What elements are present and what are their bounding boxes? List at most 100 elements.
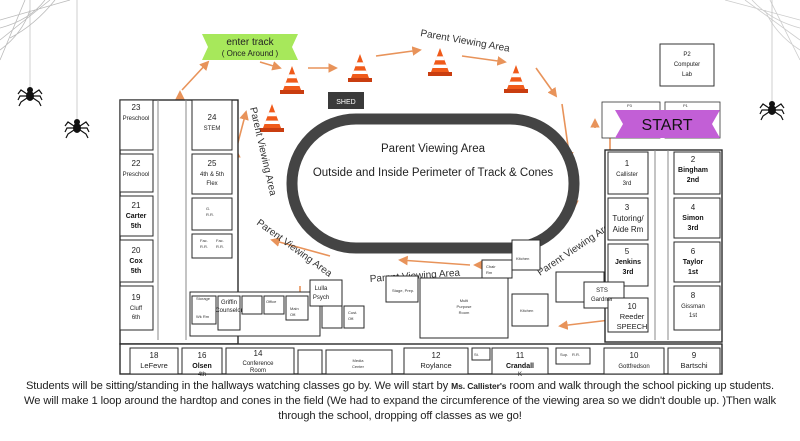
svg-text:Bingham: Bingham xyxy=(678,167,708,174)
svg-text:Stage, Prep.: Stage, Prep. xyxy=(392,288,414,293)
svg-text:Olsen: Olsen xyxy=(192,363,211,370)
svg-text:Roylance: Roylance xyxy=(420,361,451,370)
svg-text:4th: 4th xyxy=(198,372,206,378)
svg-text:19: 19 xyxy=(132,293,141,302)
svg-text:Aide Rm: Aide Rm xyxy=(613,225,644,234)
caption-part-3: loop around the hardtop and cones in the… xyxy=(97,395,777,422)
svg-text:2: 2 xyxy=(691,155,696,164)
svg-text:START: START xyxy=(642,117,693,134)
svg-text:Main: Main xyxy=(290,306,299,311)
svg-text:G.: G. xyxy=(206,206,210,211)
svg-text:STEM: STEM xyxy=(204,126,221,132)
svg-text:Callister: Callister xyxy=(616,172,638,178)
cone-icon xyxy=(504,65,528,93)
caption-part-1: Students will be sitting/standing in the… xyxy=(25,380,452,392)
svg-text:( Once Around ): ( Once Around ) xyxy=(222,49,279,58)
svg-text:2nd: 2nd xyxy=(687,177,699,184)
svg-text:Counselor: Counselor xyxy=(215,308,242,314)
svg-text:Fac.: Fac. xyxy=(216,238,224,243)
room-23: 23 Preschool xyxy=(123,103,150,122)
spider-web-left xyxy=(0,0,78,120)
svg-text:16: 16 xyxy=(198,351,207,360)
spider-icon xyxy=(64,118,90,139)
room-25: 25 4th & 5th Flex xyxy=(200,159,224,187)
room-11: 11 Crandall K xyxy=(506,351,534,378)
svg-text:Bartschi: Bartschi xyxy=(680,361,707,370)
svg-text:Preschool: Preschool xyxy=(123,172,150,178)
start-banner: START xyxy=(615,110,720,138)
svg-text:3rd: 3rd xyxy=(688,225,699,232)
svg-text:Kitchen: Kitchen xyxy=(520,308,533,313)
svg-text:Room: Room xyxy=(459,310,470,315)
room-22: 22 Preschool xyxy=(123,159,150,178)
svg-text:Reeder: Reeder xyxy=(620,312,645,321)
svg-text:Computer: Computer xyxy=(674,62,700,68)
svg-text:Crandall: Crandall xyxy=(506,363,534,370)
building-bottom xyxy=(119,343,723,375)
svg-text:Kitchen: Kitchen xyxy=(516,256,529,261)
room-21: 21 Carter 5th xyxy=(126,201,147,230)
svg-text:Gardner: Gardner xyxy=(591,297,613,303)
svg-text:R.R.: R.R. xyxy=(572,352,580,357)
svg-text:Office: Office xyxy=(266,299,277,304)
room-3: 3 Tutoring/ Aide Rm xyxy=(612,203,644,234)
svg-text:P3: P3 xyxy=(627,103,633,108)
svg-text:4: 4 xyxy=(691,203,696,212)
svg-text:11: 11 xyxy=(516,351,525,360)
room-media: Media Center xyxy=(352,358,365,369)
svg-text:12: 12 xyxy=(432,351,441,360)
svg-text:3rd: 3rd xyxy=(623,269,634,276)
svg-text:9: 9 xyxy=(692,351,697,360)
room-10-bottom: 10 Gottfredson xyxy=(618,351,649,370)
svg-text:Cust.: Cust. xyxy=(348,310,357,315)
center-label-1: Parent Viewing Area xyxy=(381,143,486,155)
room-1: 1 Callister 3rd xyxy=(616,159,638,187)
room-16: 16 Olsen 4th xyxy=(192,351,211,378)
svg-text:Fac.: Fac. xyxy=(200,238,208,243)
spider-web-right xyxy=(724,0,800,102)
svg-text:10: 10 xyxy=(630,351,639,360)
room-6: 6 Taylor 1st xyxy=(683,247,704,276)
svg-text:Storage: Storage xyxy=(196,296,211,301)
room-14: 14 Conference Room xyxy=(242,349,274,374)
svg-text:Lab: Lab xyxy=(682,72,693,78)
svg-text:6th: 6th xyxy=(132,315,140,321)
svg-text:Tutoring/: Tutoring/ xyxy=(612,214,644,223)
svg-text:3: 3 xyxy=(625,203,630,212)
svg-text:Purpose: Purpose xyxy=(457,304,473,309)
svg-text:Gottfredson: Gottfredson xyxy=(618,364,649,370)
svg-text:1st: 1st xyxy=(689,313,697,319)
svg-text:K: K xyxy=(518,372,522,378)
svg-text:LeFevre: LeFevre xyxy=(140,361,168,370)
svg-text:5: 5 xyxy=(625,247,630,256)
svg-text:Simon: Simon xyxy=(682,215,703,222)
svg-text:Wk Rm: Wk Rm xyxy=(196,314,210,319)
room-18: 18 LeFevre xyxy=(140,351,168,370)
svg-text:1st: 1st xyxy=(688,269,699,276)
svg-text:P2: P2 xyxy=(683,52,691,58)
enter-track-banner: enter track ( Once Around ) xyxy=(202,34,298,60)
room-8: 8 Gissman 1st xyxy=(681,291,705,319)
svg-text:Preschool: Preschool xyxy=(123,116,150,122)
pva-top: Parent Viewing Area xyxy=(419,28,510,55)
svg-text:21: 21 xyxy=(132,201,141,210)
svg-text:18: 18 xyxy=(150,351,159,360)
svg-text:1: 1 xyxy=(625,159,630,168)
svg-text:Media: Media xyxy=(353,358,365,363)
svg-text:Off.: Off. xyxy=(348,316,354,321)
svg-text:Sup.: Sup. xyxy=(560,352,568,357)
svg-text:Jenkins: Jenkins xyxy=(615,259,641,266)
svg-text:14: 14 xyxy=(254,349,263,358)
track: Parent Viewing Area Outside and Inside P… xyxy=(286,113,580,254)
svg-text:enter track: enter track xyxy=(226,37,274,48)
room-12: 12 Roylance xyxy=(420,351,451,370)
shed: SHED xyxy=(328,92,364,109)
svg-text:Conference: Conference xyxy=(242,361,274,367)
svg-text:Center: Center xyxy=(352,364,365,369)
left-small-rooms: G. R.R. Fac. R.R. Fac. R.R. xyxy=(200,206,224,249)
caption-loop-count: 1 xyxy=(91,395,98,407)
middle-room-labels: Lulla Psych Griffin Counselor Storage Wk… xyxy=(196,256,533,321)
cone-icon xyxy=(280,66,304,94)
svg-text:4th & 5th: 4th & 5th xyxy=(200,172,224,178)
